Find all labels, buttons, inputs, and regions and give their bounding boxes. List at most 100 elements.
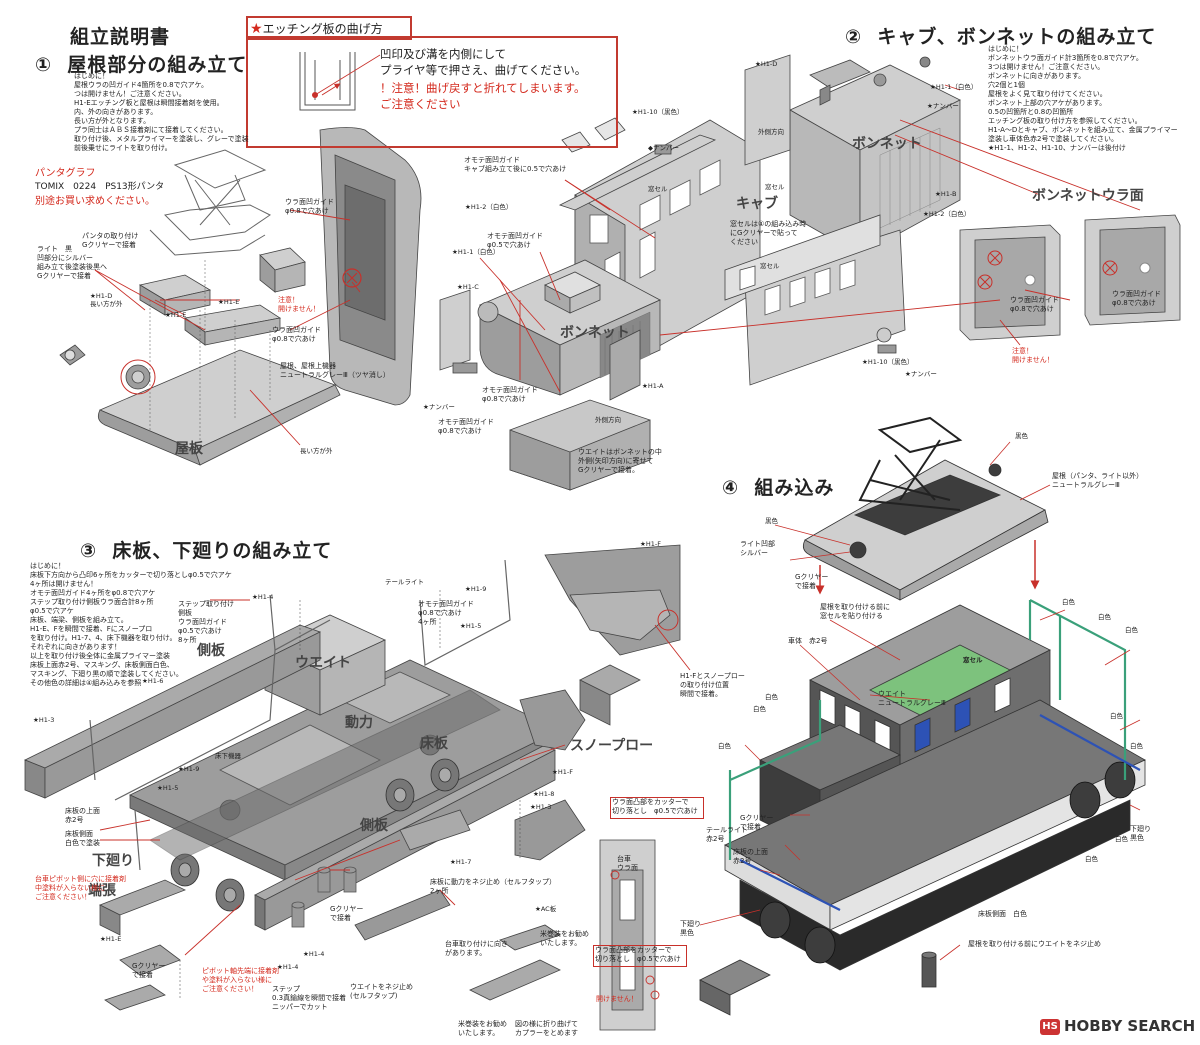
label-s3-tail: テールライト xyxy=(385,578,424,586)
roof-assembly xyxy=(59,127,422,466)
label-s4-window: 窓セル xyxy=(963,656,983,664)
label-s2-weight-note: ウエイトはボンネットの中 外側(矢印方向)に寄せて Gクリヤーで接着。 xyxy=(578,448,662,474)
section-3-number: ③ xyxy=(80,540,98,562)
label-roof-guide-2: ウラ面凹ガイド φ0.8で穴あけ xyxy=(272,326,321,343)
label-s4-white-7: 白色 xyxy=(1110,712,1123,720)
label-s2-window-sill: 窓セル xyxy=(648,185,668,193)
label-s4-white-8: 白色 xyxy=(1130,742,1143,750)
label-s4-black-2: 黒色 xyxy=(765,517,778,525)
label-s3-h1-5: ★H1-5 xyxy=(460,622,482,630)
label-s3-pivot-caution-2: ピボット軸先端に接着剤 や塗料が入らない様に ご注意ください！ xyxy=(202,967,279,993)
pantograph-drawing xyxy=(149,149,271,256)
label-s2-h1d: ★H1-D xyxy=(755,60,778,68)
label-s4-under: 下廻り 黒色 xyxy=(1130,825,1151,842)
label-s3-floor-side: 床板側面 白色で塗装 xyxy=(65,830,100,847)
label-s2-guide05: オモテ面凹ガイド φ0.5で穴あけ xyxy=(487,232,543,249)
label-s4-white-10: 白色 xyxy=(1115,835,1128,843)
label-h1d: ★H1-D 長い方が外 xyxy=(90,292,123,308)
watermark-text: HOBBY SEARCH xyxy=(1064,1017,1196,1035)
label-s3-beam: 端張 xyxy=(88,883,116,899)
section-4-title: 組み込み xyxy=(754,477,835,499)
section-1-heading: ① 屋根部分の組み立て xyxy=(35,50,247,77)
label-s4-white-6: 白色 xyxy=(1125,626,1138,634)
label-s4-white-5: 白色 xyxy=(1098,613,1111,621)
label-s3-power: 動力 xyxy=(345,715,373,731)
label-long-side: 長い方が外 xyxy=(300,447,333,455)
section-2-notes: はじめに！ ボンネットウラ面ガイド計3箇所を0.8で穴アケ。 3つは開けません！… xyxy=(988,45,1178,152)
label-s3-underfloor: 床下機器 xyxy=(215,752,241,760)
section-4-number: ④ xyxy=(722,477,740,499)
label-s2-h1a: ★H1-A xyxy=(642,382,664,390)
section-2-number: ② xyxy=(845,26,863,48)
label-s2-guide08: オモテ面凹ガイド φ0.8で穴あけ xyxy=(482,386,538,403)
label-s3-ac-plate: ★AC板 xyxy=(535,905,557,913)
label-s4-black-1: 黒色 xyxy=(1015,432,1028,440)
label-s4-pre-roof: 屋根を取り付ける前に 窓セルを貼り付ける xyxy=(820,603,890,620)
label-s2-sill-low: 窓セル xyxy=(760,262,780,270)
label-s4-g-clear: Gクリヤー で接着 xyxy=(795,573,829,590)
hobbysearch-logo-icon: HS xyxy=(1040,1018,1060,1035)
etching-box-warning: ！注意！曲げ戻すと折れてしまいます。 ご注意ください xyxy=(380,81,586,111)
label-s2-h1-2a: ★H1-2（白色） xyxy=(923,210,971,218)
label-s4-floor-side: 床板側面 白色 xyxy=(978,910,1027,918)
label-s3-h1-4a: ★H1-4 xyxy=(252,593,274,601)
label-s2-h1-1: ★H1-1（白色） xyxy=(930,83,978,91)
label-s3-cut-note: ウラ面凸部をカッターで 切り落とし φ0.5で穴あけ xyxy=(612,798,698,815)
label-s4-bottom: 下廻り 黒色 xyxy=(680,920,701,937)
label-s4-weight-gray: ウエイト ニュートラルグレーⅢ xyxy=(878,690,946,707)
section-2-heading: ② キャブ、ボンネットの組み立て xyxy=(845,22,1156,49)
label-s3-cut-note-2: ウラ面凸部をカッターで 切り落とし φ0.5で穴あけ xyxy=(595,946,681,963)
label-s2-h1-10-low: ★H1-10（黒色） xyxy=(862,358,914,366)
section-3-title: 床板、下廻りの組み立て xyxy=(112,540,333,562)
section-3-notes: はじめに！ 床板下方向から凸印6ヶ所をカッターで切り落としφ0.5で穴アケ 4ヶ… xyxy=(30,562,232,687)
label-s4-white-2: 白色 xyxy=(753,705,766,713)
label-s2-h1-2b: ★H1-2（白色） xyxy=(465,203,513,211)
label-s3-underbody: 下廻り xyxy=(92,853,134,869)
label-s4-roof-color: 屋根（パンタ、ライト以外） ニュートラルグレーⅢ xyxy=(1052,472,1144,489)
etching-box xyxy=(246,36,618,148)
label-s3-floor-screw: 床板に動力をネジ止め（セルフタップ） 2ヶ所 xyxy=(430,878,556,895)
label-s4-white-3: 白色 xyxy=(718,742,731,750)
label-h1e-a: ★H1-E xyxy=(218,298,240,306)
final-assembly-drawing xyxy=(699,416,1146,1016)
label-s3-h1-5b: ★H1-5 xyxy=(157,784,179,792)
cut-note-box xyxy=(610,797,704,819)
floor-underbody-drawing xyxy=(24,544,691,1031)
label-s2-h1c: ★H1-C xyxy=(457,283,479,291)
section-2-title: キャブ、ボンネットの組み立て xyxy=(877,26,1157,48)
label-s3-fold: 図の様に折り曲げて カプラーをとめます xyxy=(515,1020,578,1037)
label-bonnet-back: ボンネットウラ面 xyxy=(1032,188,1144,204)
label-s3-h1-3a: ★H1-3 xyxy=(33,716,55,724)
label-s3-bogie: 台車取り付けに向き があります。 xyxy=(445,940,508,957)
label-s3-coupler-2: 米巻装をお勧め いたします。 xyxy=(458,1020,507,1037)
label-s3-h1-3b: ★H1-3 xyxy=(530,803,552,811)
label-s4-screw: 屋根を取り付ける前にウエイトをネジ止め xyxy=(968,940,1101,948)
label-panta-mount: パンタの取り付け Gクリヤーで接着 xyxy=(82,232,139,249)
cut-note-box-2 xyxy=(593,945,687,967)
label-s2-sill-note: 窓セルは④の組み込み時 にGクリヤーで貼って ください xyxy=(730,220,807,246)
pantograph-model: TOMIX 0224 PS13形パンタ xyxy=(35,182,165,192)
label-roof-caution: 注意！ 開けません！ xyxy=(278,296,320,313)
label-s3-g-clear: Gクリヤー で接着 xyxy=(132,962,166,979)
label-h1e-b: ★H1-E xyxy=(165,311,187,319)
label-s3-h1-9: ★H1-9 xyxy=(465,585,487,593)
label-roof: 屋板 xyxy=(175,441,203,457)
label-s2-outer-guide: オモテ面凹ガイド キャブ組み立て後に0.5で穴あけ xyxy=(464,156,567,173)
etching-bend-diagram xyxy=(298,42,381,118)
label-roof-paint: 屋根、屋根上機器 ニュートラルグレーⅢ（ツヤ消し） xyxy=(280,362,390,379)
label-cab: キャブ xyxy=(736,196,778,212)
label-s2-window-sill-b: 窓セル xyxy=(765,183,785,191)
etching-box-title: エッチング板の曲げ方 xyxy=(262,22,383,36)
label-s2-guide08b: オモテ面凹ガイド φ0.8で穴あけ xyxy=(438,418,494,435)
label-s2-h1-10-top: ★H1-10（黒色） xyxy=(632,108,684,116)
cab-bonnet-drawing xyxy=(439,54,1181,491)
label-s4-g-clear-2: Gクリヤー で接着 xyxy=(740,814,774,831)
label-s3-pivot-caution: 台車ピボット側に穴に接着剤 中塗料が入らない様に ご注意ください！ xyxy=(35,875,126,901)
label-s3-h1f-top: ★H1-F xyxy=(640,540,661,548)
label-s4-body: 車体 赤2号 xyxy=(788,637,828,645)
document-title: 組立説明書 xyxy=(70,26,171,48)
label-s3-bogie-frame: 台車 ウラ面 xyxy=(617,855,638,872)
label-s2-caution: 注意！ 開けません！ xyxy=(1012,347,1054,364)
label-s3-side-plate: 側板 xyxy=(197,643,225,659)
